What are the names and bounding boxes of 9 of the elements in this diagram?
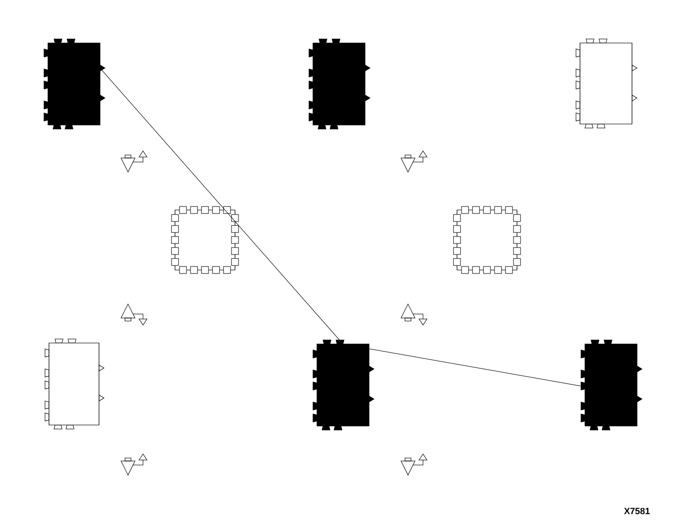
logic-block: [44, 338, 104, 430]
logic-block: [44, 38, 106, 130]
logic-block: [308, 38, 370, 130]
logic-block: [580, 340, 642, 430]
switch-matrix: [171, 206, 239, 274]
logic-block: [312, 340, 374, 430]
logic-block: [576, 38, 638, 128]
switch-matrix: [453, 206, 521, 274]
figure-number: X7581: [624, 508, 650, 514]
